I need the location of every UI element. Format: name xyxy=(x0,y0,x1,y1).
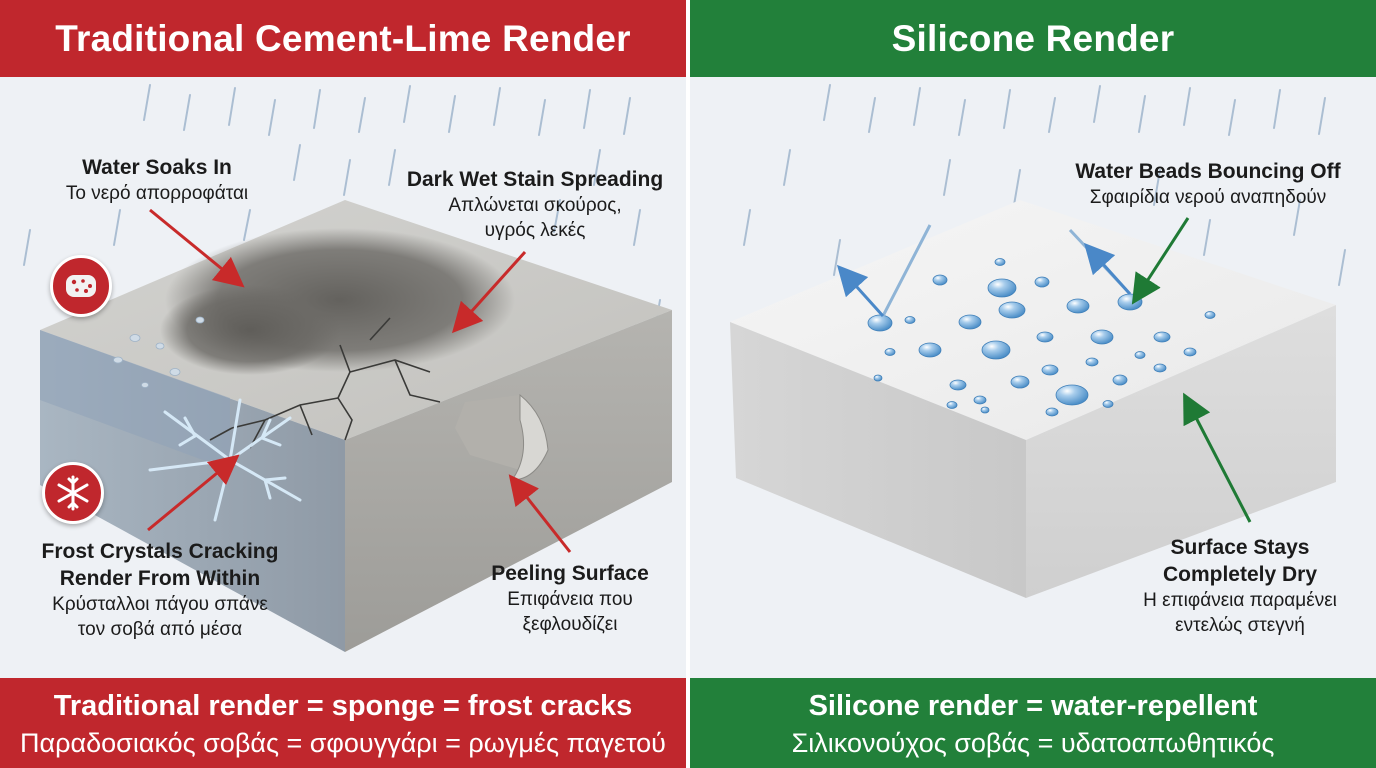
rain-streaks xyxy=(23,84,661,336)
right-footer-summary: Silicone render = water-repellent xyxy=(808,690,1258,722)
frost-crystals xyxy=(148,398,302,522)
peel-arrow xyxy=(508,474,572,553)
left-footer-summary: Traditional render = sponge = frost crac… xyxy=(53,690,633,722)
callout-title: Completely Dry xyxy=(1162,563,1318,586)
silicone-slab-illustration xyxy=(730,84,1346,598)
soak-arrow xyxy=(149,208,245,288)
callout-title: Peeling Surface xyxy=(491,562,649,585)
stain-arrow xyxy=(451,250,527,334)
frost-crystals-callout: Frost Crystals Cracking Render From With… xyxy=(20,538,300,642)
callout-title: Water Soaks In xyxy=(82,156,232,179)
sponge-icon xyxy=(50,255,112,317)
callout-title: Water Beads Bouncing Off xyxy=(1075,160,1341,183)
frost-arrow xyxy=(147,454,240,532)
callout-title: Surface Stays xyxy=(1170,536,1310,559)
callout-title: Frost Crystals Cracking xyxy=(41,540,279,563)
water-soaks-in-callout: Water Soaks In Το νερό απορροφάται xyxy=(42,154,272,206)
callout-subtitle: τον σοβά από μέσα xyxy=(77,619,243,640)
left-footer: Traditional render = sponge = frost crac… xyxy=(0,678,686,768)
surface-dry-callout: Surface Stays Completely Dry Η επιφάνεια… xyxy=(1100,534,1376,638)
water-beads-callout: Water Beads Bouncing Off Σφαιρίδια νερού… xyxy=(1058,158,1358,210)
callout-subtitle: Κρύσταλλοι πάγου σπάνε xyxy=(52,594,268,615)
callout-subtitle: εντελώς στεγνή xyxy=(1175,615,1305,636)
callout-title: Dark Wet Stain Spreading xyxy=(406,168,664,191)
callout-subtitle: Σφαιρίδια νερού αναπηδούν xyxy=(1089,187,1327,208)
peeling-surface-callout: Peeling Surface Επιφάνεια που ξεφλουδίζε… xyxy=(480,560,660,637)
callout-subtitle: υγρός λεκές xyxy=(484,220,586,241)
left-footer-summary-greek: Παραδοσιακός σοβάς = σφουγγάρι = ρωγμές … xyxy=(20,728,666,758)
dry-arrow xyxy=(1183,392,1252,523)
callout-subtitle: ξεφλουδίζει xyxy=(522,614,618,635)
bounce-arrow xyxy=(836,264,885,318)
callout-subtitle: Το νερό απορροφάται xyxy=(65,183,249,204)
right-footer: Silicone render = water-repellent Σιλικο… xyxy=(690,678,1376,768)
right-header: Silicone Render xyxy=(690,0,1376,77)
right-footer-summary-greek: Σιλικονούχος σοβάς = υδατοαπωθητικός xyxy=(791,728,1275,758)
beads-arrow xyxy=(1131,217,1190,305)
callout-title: Render From Within xyxy=(59,567,261,590)
silicone-render-panel: Silicone Render xyxy=(690,0,1376,768)
cement-slab-illustration xyxy=(23,84,672,652)
callout-subtitle: Επιφάνεια που xyxy=(507,589,633,610)
snowflake-icon xyxy=(42,462,104,524)
callout-subtitle: Απλώνεται σκούρος, xyxy=(448,195,622,216)
callout-subtitle: Η επιφάνεια παραμένει xyxy=(1143,590,1337,611)
dark-wet-stain-callout: Dark Wet Stain Spreading Απλώνεται σκούρ… xyxy=(395,166,675,243)
bounce-arrow xyxy=(1083,242,1132,296)
rain-streaks xyxy=(743,84,1346,286)
traditional-render-panel: Traditional Cement-Lime Render xyxy=(0,0,686,768)
left-header: Traditional Cement-Lime Render xyxy=(0,0,686,77)
